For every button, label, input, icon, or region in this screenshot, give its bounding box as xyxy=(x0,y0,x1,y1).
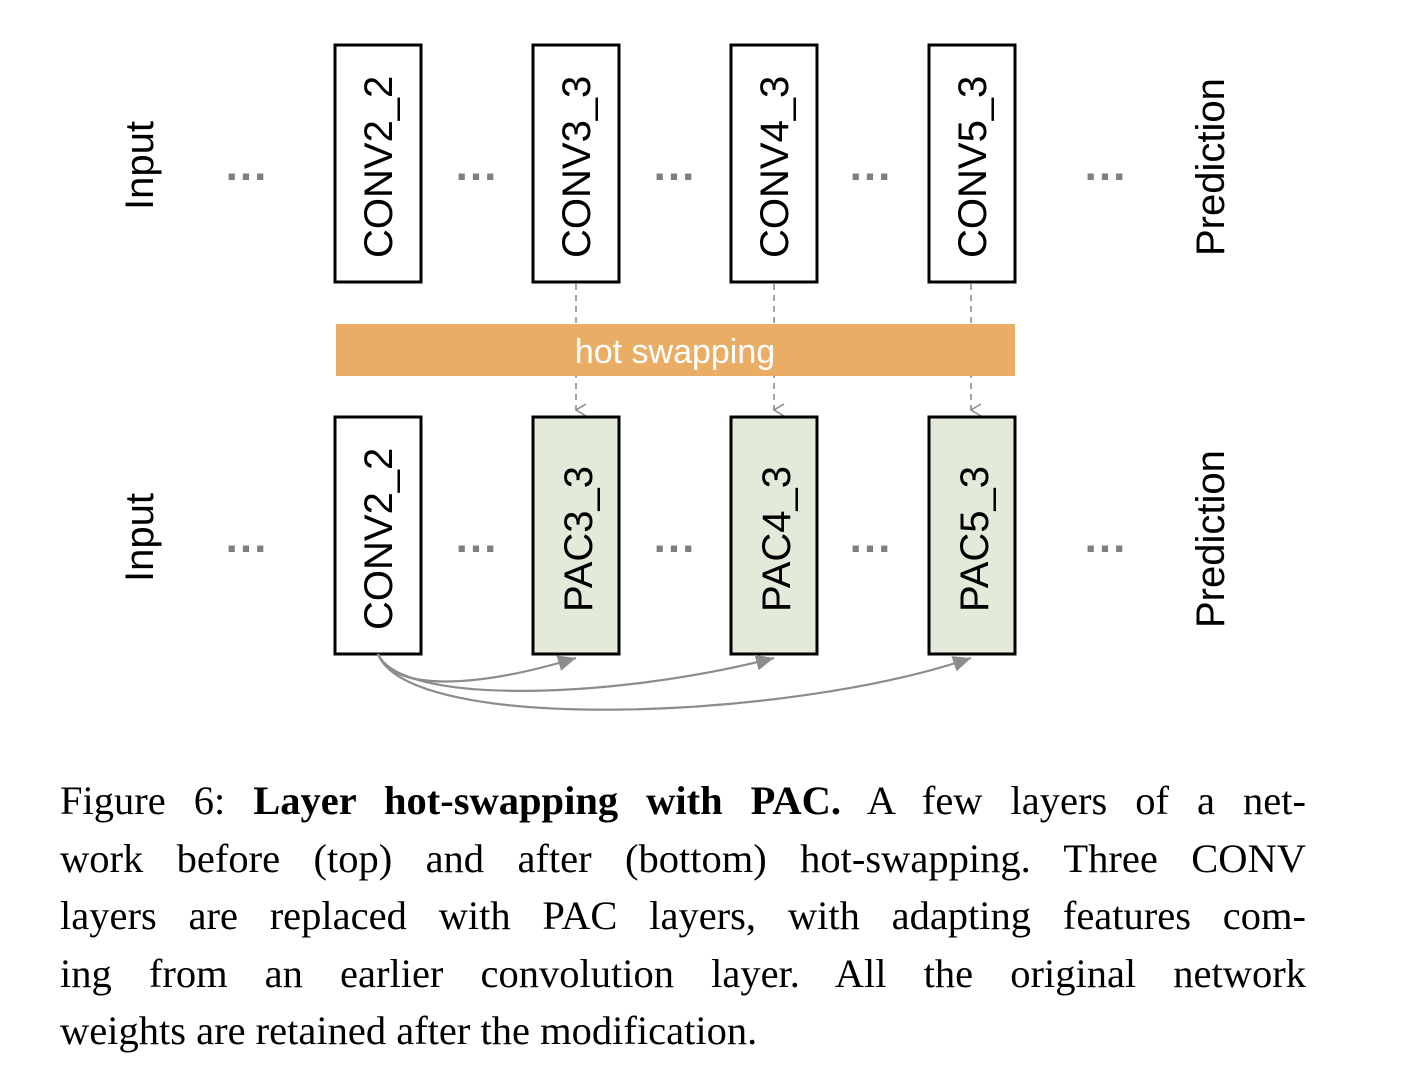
caption-title: Layer hot-swapping with PAC. xyxy=(253,778,842,823)
bottom-layer-pac3-3-label: PAC3_3 xyxy=(557,466,601,612)
top-row: Input ... CONV2_2 ... CONV3_3 ... CONV4_… xyxy=(118,43,1233,284)
bottom-prediction-label: Prediction xyxy=(1189,450,1233,628)
bottom-input-label: Input xyxy=(118,493,162,582)
top-layer-conv3-3-label: CONV3_3 xyxy=(555,76,599,258)
bottom-layer-pac5-3: PAC5_3 xyxy=(927,415,1017,656)
top-prediction-label: Prediction xyxy=(1189,78,1233,256)
caption-line-1: Figure 6: Layer hot-swapping with PAC. A… xyxy=(60,772,1306,830)
bottom-ellipsis-5: ... xyxy=(1085,513,1128,562)
top-ellipsis-4: ... xyxy=(850,141,893,190)
caption-line-1-text: A few layers of a net- xyxy=(841,778,1306,823)
figure-caption: Figure 6: Layer hot-swapping with PAC. A… xyxy=(60,772,1306,1060)
hot-swapping-diagram: Input ... CONV2_2 ... CONV3_3 ... CONV4_… xyxy=(118,43,1233,711)
caption-line-5: weights are retained after the modificat… xyxy=(60,1008,758,1053)
bottom-layer-pac3-3: PAC3_3 xyxy=(531,415,621,656)
hot-swapping-label: hot swapping xyxy=(575,333,775,371)
top-layer-conv2-2-label: CONV2_2 xyxy=(357,76,401,258)
top-layer-conv4-3: CONV4_3 xyxy=(729,43,819,284)
top-ellipsis-5: ... xyxy=(1085,141,1128,190)
guidance-arrows xyxy=(376,653,972,711)
caption-figure-number: Figure 6: xyxy=(60,778,254,823)
caption-line-3: layers are replaced with PAC layers, wit… xyxy=(60,893,1306,938)
bottom-ellipsis-4: ... xyxy=(850,513,893,562)
bottom-layer-pac5-3-label: PAC5_3 xyxy=(953,466,997,612)
top-input-label: Input xyxy=(118,121,162,210)
bottom-layer-conv2-2: CONV2_2 xyxy=(333,415,423,656)
bottom-layer-pac4-3: PAC4_3 xyxy=(729,415,819,656)
top-layer-conv4-3-label: CONV4_3 xyxy=(753,76,797,258)
guidance-arrow-to-pac5-3 xyxy=(376,653,972,711)
top-ellipsis-3: ... xyxy=(654,141,697,190)
caption-line-2: work before (top) and after (bottom) hot… xyxy=(60,835,1306,881)
bottom-layer-conv2-2-label: CONV2_2 xyxy=(357,448,401,630)
top-ellipsis-1: ... xyxy=(226,141,269,190)
top-ellipsis-2: ... xyxy=(456,141,499,190)
guidance-arrow-to-pac4-3 xyxy=(376,653,775,692)
top-layer-conv2-2: CONV2_2 xyxy=(333,43,423,284)
bottom-row: Input ... CONV2_2 ... PAC3_3 ... PAC4_3 … xyxy=(118,415,1233,656)
top-layer-conv3-3: CONV3_3 xyxy=(531,43,621,284)
bottom-ellipsis-1: ... xyxy=(226,513,269,562)
swap-connectors xyxy=(576,284,971,410)
caption-line-4: ing from an earlier convolution layer. A… xyxy=(60,950,1306,996)
bottom-layer-pac4-3-label: PAC4_3 xyxy=(755,466,799,612)
top-layer-conv5-3: CONV5_3 xyxy=(927,43,1017,284)
bottom-ellipsis-3: ... xyxy=(654,513,697,562)
top-layer-conv5-3-label: CONV5_3 xyxy=(951,76,995,258)
bottom-ellipsis-2: ... xyxy=(456,513,499,562)
hot-swapping-bar: hot swapping xyxy=(336,324,1015,376)
